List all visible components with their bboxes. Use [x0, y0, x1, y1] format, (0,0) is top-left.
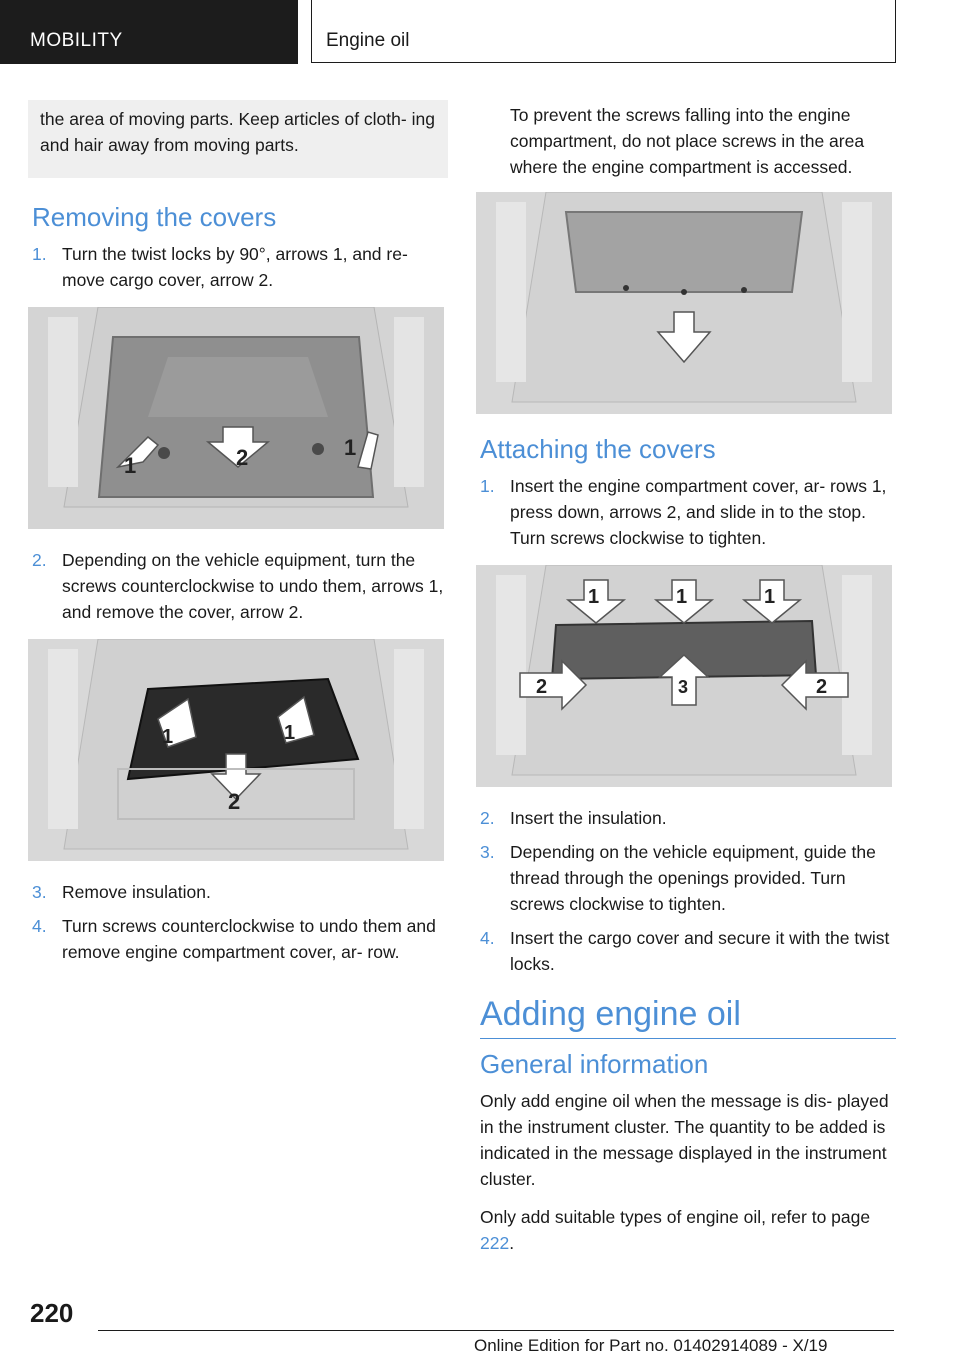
list-item: 3. Depending on the vehicle equipment, g…	[476, 839, 896, 917]
arrow-label: 2	[816, 676, 827, 698]
removing-steps-b: 2. Depending on the vehicle equipment, t…	[28, 547, 448, 625]
arrow-label: 2	[536, 676, 547, 698]
section-tab: MOBILITY	[0, 0, 298, 64]
step-number: 3.	[32, 882, 47, 902]
arrow-label: 1	[124, 453, 136, 478]
cargo-cover-figure: 1 2 1	[28, 307, 444, 529]
removing-steps-a: 1. Turn the twist locks by 90°, arrows 1…	[28, 241, 448, 293]
removing-steps-c: 3. Remove insulation. 4. Turn screws cou…	[28, 879, 448, 965]
arrow-label: 1	[588, 586, 599, 608]
list-item: 1. Turn the twist locks by 90°, arrows 1…	[28, 241, 448, 293]
arrow-label: 1	[344, 435, 356, 460]
step-text: Turn screws counterclockwise to undo the…	[62, 916, 436, 962]
footer-rule	[98, 1330, 894, 1331]
step-text: Depending on the vehicle equipment, turn…	[62, 550, 444, 622]
step-text: Remove insulation.	[62, 882, 211, 902]
oil-types-text-pre: Only add suitable types of engine oil, r…	[480, 1207, 871, 1227]
step-text: Depending on the vehicle equipment, guid…	[510, 842, 876, 914]
arrow-label: 1	[284, 722, 295, 744]
removing-covers-heading: Removing the covers	[32, 202, 277, 232]
arrow-label: 1	[676, 586, 687, 608]
step-text: Insert the cargo cover and secure it wit…	[510, 928, 890, 974]
step-number: 1.	[32, 244, 47, 264]
right-column: To prevent the screws falling into the e…	[476, 100, 896, 1268]
compartment-figure	[476, 192, 892, 414]
edition-text: Online Edition for Part no. 01402914089 …	[474, 1336, 828, 1355]
list-item: 4. Insert the cargo cover and secure it …	[476, 925, 896, 977]
topic-tab: Engine oil	[311, 0, 896, 63]
attaching-covers-heading: Attaching the covers	[480, 434, 716, 464]
step-text: Insert the engine compartment cover, ar-…	[510, 476, 887, 548]
step-number: 2.	[480, 808, 495, 828]
adding-engine-oil-heading: Adding engine oil	[480, 995, 896, 1039]
step-number: 3.	[480, 842, 495, 862]
step-number: 4.	[480, 928, 495, 948]
engine-cover-figure: 1 1 2	[28, 639, 444, 861]
topic-label: Engine oil	[326, 30, 410, 51]
arrow-label: 2	[228, 789, 240, 814]
step-number: 1.	[480, 476, 495, 496]
section-label: MOBILITY	[30, 30, 123, 51]
page-reference-link[interactable]: 222	[480, 1233, 510, 1253]
step-number: 2.	[32, 550, 47, 570]
arrow-label: 3	[678, 677, 688, 697]
oil-types-text: Only add suitable types of engine oil, r…	[480, 1204, 896, 1256]
step-text: Insert the insulation.	[510, 808, 667, 828]
arrow-label: 1	[764, 586, 775, 608]
warning-note: the area of moving parts. Keep articles …	[28, 100, 448, 178]
general-information-heading: General information	[480, 1049, 709, 1079]
attaching-steps-a: 1. Insert the engine compartment cover, …	[476, 473, 896, 551]
list-item: 2. Depending on the vehicle equipment, t…	[28, 547, 448, 625]
list-item: 3. Remove insulation.	[28, 879, 448, 905]
list-item: 4. Turn screws counterclockwise to undo …	[28, 913, 448, 965]
arrow-label: 1	[162, 726, 173, 748]
list-item: 1. Insert the engine compartment cover, …	[476, 473, 896, 551]
list-item: 2. Insert the insulation.	[476, 805, 896, 831]
step-number: 4.	[32, 916, 47, 936]
left-column: the area of moving parts. Keep articles …	[28, 100, 448, 975]
step-text: Turn the twist locks by 90°, arrows 1, a…	[62, 244, 408, 290]
attach-cover-figure: 1 1 1 2 3 2	[476, 565, 892, 787]
warning-note-text: the area of moving parts. Keep articles …	[40, 109, 435, 155]
general-info-text: Only add engine oil when the message is …	[480, 1091, 889, 1189]
attaching-steps-b: 2. Insert the insulation. 3. Depending o…	[476, 805, 896, 977]
screws-warning-text: To prevent the screws falling into the e…	[510, 105, 865, 177]
page-number: 220	[30, 1298, 74, 1328]
oil-types-text-post: .	[509, 1233, 515, 1253]
arrow-label: 2	[236, 445, 248, 470]
